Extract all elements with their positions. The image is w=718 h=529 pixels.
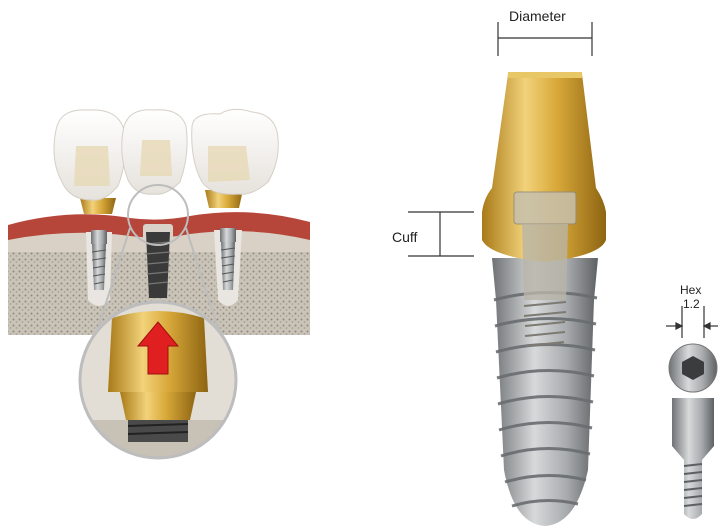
- cuff-label: Cuff: [392, 229, 417, 245]
- implant-with-abutment: [482, 72, 606, 526]
- hex-size-label: 1.2: [683, 297, 700, 311]
- jaw-cross-section: [8, 109, 310, 460]
- screw-side-view: [672, 398, 714, 519]
- cuff-dimension: [408, 212, 474, 256]
- crown-left: [54, 110, 125, 200]
- crown-middle: [122, 110, 187, 194]
- abutment-screw: [666, 306, 718, 519]
- diameter-dimension: [498, 22, 592, 56]
- diameter-label: Diameter: [509, 8, 566, 24]
- right-implant: [214, 228, 242, 306]
- hex-label: Hex: [680, 283, 701, 297]
- crown-right: [192, 109, 279, 194]
